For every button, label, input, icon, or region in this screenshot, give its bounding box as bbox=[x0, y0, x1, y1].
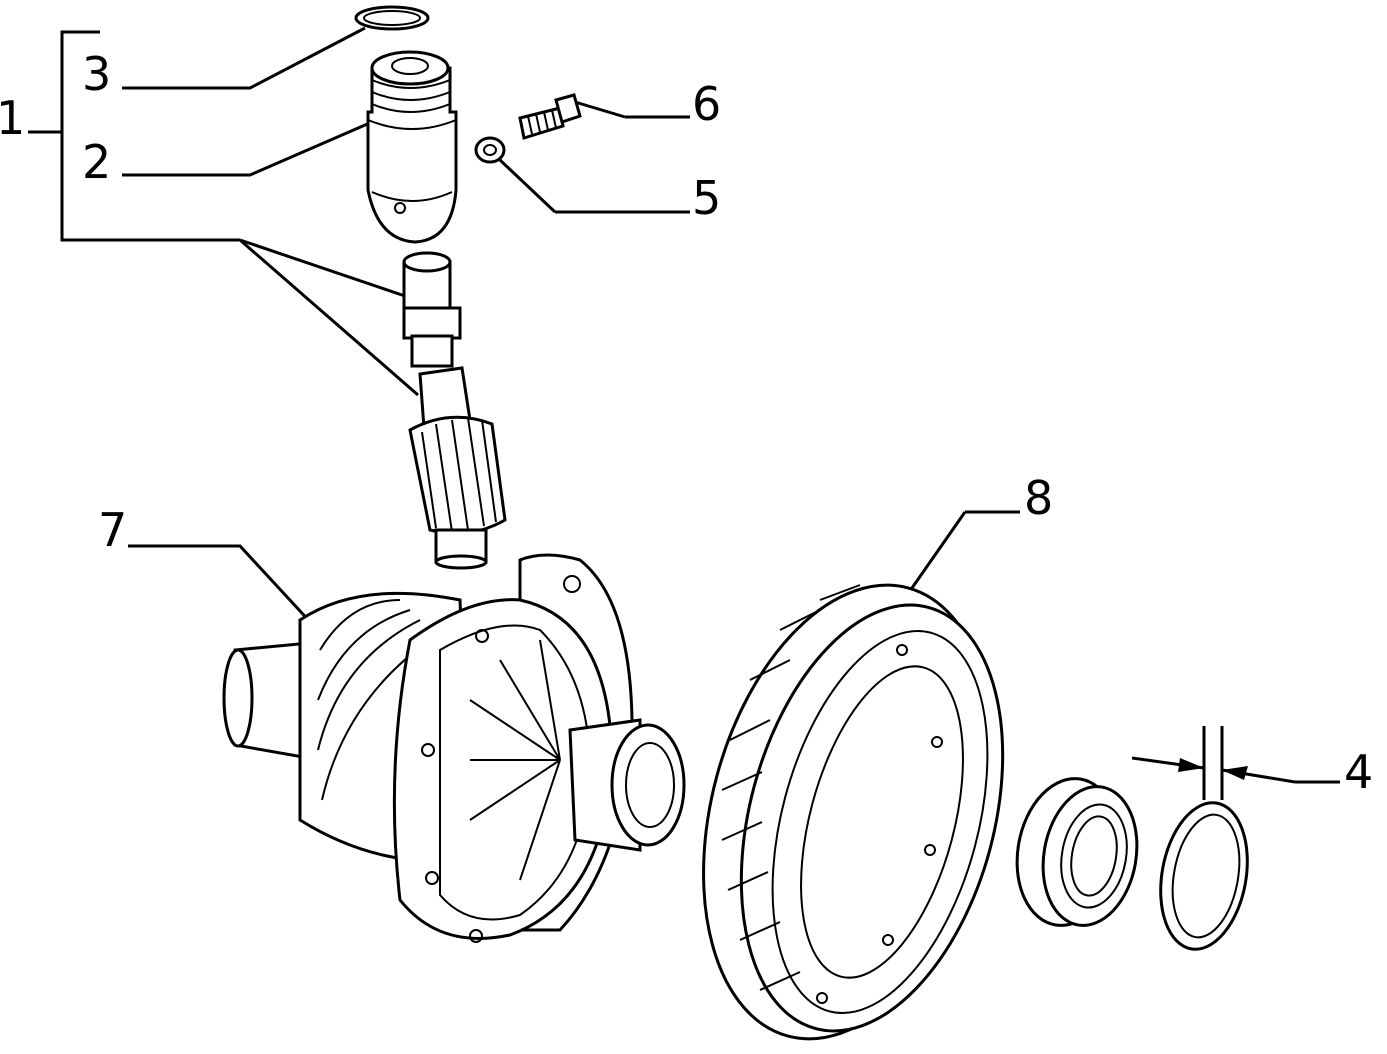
leader-lines bbox=[122, 26, 1340, 784]
thickness-dimension-marker bbox=[1131, 726, 1296, 800]
callout-7: 7 bbox=[98, 503, 127, 557]
o-ring-part bbox=[354, 5, 430, 31]
differential-housing-part bbox=[222, 553, 686, 943]
callout-1: 1 bbox=[0, 91, 25, 145]
callout-6: 6 bbox=[692, 77, 721, 131]
callout-3: 3 bbox=[82, 47, 111, 101]
pinion-shaft-part bbox=[402, 251, 507, 570]
ring-gear-part bbox=[702, 583, 1005, 1041]
callout-2: 2 bbox=[82, 135, 111, 189]
bushing-part bbox=[366, 50, 458, 244]
callout-4: 4 bbox=[1344, 745, 1373, 799]
callout-8: 8 bbox=[1024, 471, 1053, 525]
group-1-bracket bbox=[28, 30, 419, 397]
shim-ring-part bbox=[1159, 801, 1249, 951]
bearing-part bbox=[1015, 777, 1139, 927]
screw-part bbox=[518, 93, 582, 140]
callout-5: 5 bbox=[692, 171, 721, 225]
washer-part bbox=[474, 136, 506, 164]
